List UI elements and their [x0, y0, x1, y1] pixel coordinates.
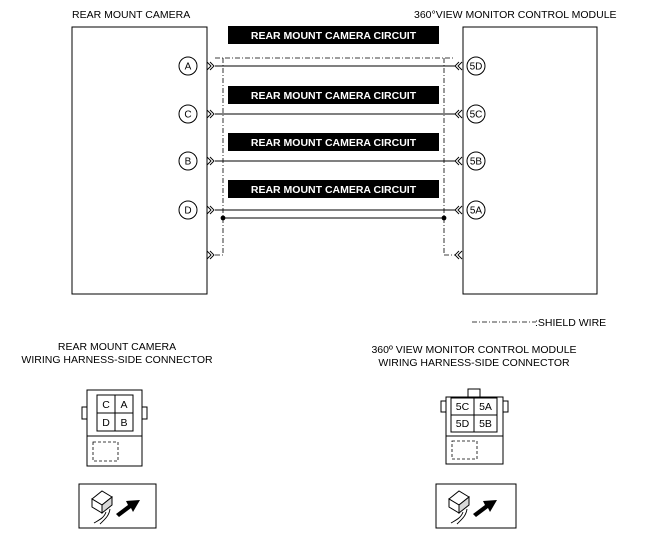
right-module-title: 360°VIEW MONITOR CONTROL MODULE	[414, 9, 617, 21]
circuit-label: REAR MOUNT CAMERA CIRCUIT	[251, 30, 417, 42]
circuit-label-bar	[228, 133, 439, 151]
right-connector-title: 360º VIEW MONITOR CONTROL MODULE	[371, 344, 576, 356]
pin-circle	[466, 56, 486, 76]
left-connector-title: REAR MOUNT CAMERA	[58, 341, 176, 353]
left-connector-cell: C	[102, 399, 110, 411]
pin-circle	[466, 200, 486, 220]
left-connector-subtitle: WIRING HARNESS-SIDE CONNECTOR	[21, 354, 213, 366]
circuit-label: REAR MOUNT CAMERA CIRCUIT	[251, 184, 417, 196]
circuit-label-bar	[228, 26, 439, 44]
pin-circle	[178, 200, 198, 220]
circuit-label: REAR MOUNT CAMERA CIRCUIT	[251, 137, 417, 149]
left-module-title: REAR MOUNT CAMERA	[72, 9, 190, 21]
circuit-label-bar	[228, 86, 439, 104]
right-connector-cell: 5D	[456, 418, 470, 430]
pin-circle	[178, 104, 198, 124]
right-connector-cell: 5B	[479, 418, 492, 430]
right-connector-subtitle: WIRING HARNESS-SIDE CONNECTOR	[378, 357, 570, 369]
left-connector-cell: D	[102, 417, 110, 429]
connector-plug-icon	[78, 483, 157, 529]
connector-terminal-symbols-right	[454, 61, 463, 260]
pin-circle	[178, 151, 198, 171]
circuit-label: REAR MOUNT CAMERA CIRCUIT	[251, 90, 417, 102]
pin-label: D	[184, 206, 191, 217]
right-connector-cell: 5A	[479, 401, 492, 413]
left-connector-cell: A	[120, 399, 127, 411]
right-connector-face	[440, 388, 509, 465]
shield-wire	[215, 57, 455, 256]
circuit-row-1: REAR MOUNT CAMERA CIRCUIT A 5D	[178, 26, 486, 76]
pin-label: B	[185, 157, 192, 168]
junction-dot	[441, 215, 447, 221]
left-connector-cell: B	[120, 417, 127, 429]
pin-circle	[466, 151, 486, 171]
shield-wire-legend-label: :SHIELD WIRE	[535, 317, 606, 329]
pin-circle	[178, 56, 198, 76]
connector-terminal-symbols-left	[206, 61, 215, 260]
left-connector-face	[81, 389, 148, 467]
circuit-row-2: REAR MOUNT CAMERA CIRCUIT C 5C	[178, 86, 486, 124]
pin-label: 5C	[470, 110, 483, 121]
pin-circle	[466, 104, 486, 124]
circuit-label-bar	[228, 180, 439, 198]
circuit-row-3: REAR MOUNT CAMERA CIRCUIT B 5B	[178, 133, 486, 171]
pin-label: 5B	[470, 157, 483, 168]
pin-label: C	[184, 110, 191, 121]
pin-label: 5A	[470, 206, 483, 217]
circuit-row-4: REAR MOUNT CAMERA CIRCUIT D 5A	[178, 180, 486, 220]
connector-plug-icon	[435, 483, 517, 529]
pin-label: A	[185, 62, 192, 73]
right-connector-cell: 5C	[456, 401, 470, 413]
junction-dot	[220, 215, 226, 221]
pin-label: 5D	[470, 62, 483, 73]
